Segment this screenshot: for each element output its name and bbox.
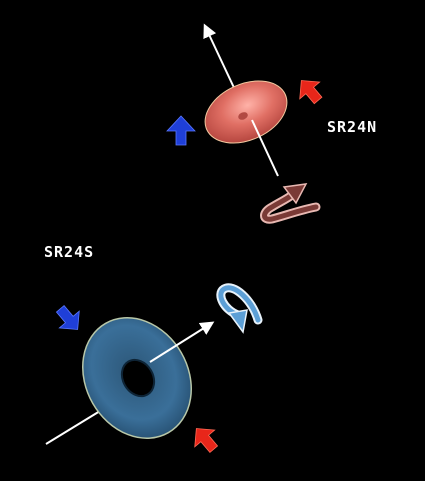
north-blue-arrow-icon <box>166 115 196 146</box>
south-spin-arrow-icon <box>216 283 263 334</box>
north-disk <box>204 80 288 144</box>
label-sr24n: SR24N <box>327 118 378 136</box>
south-disk <box>82 317 192 439</box>
label-sr24s: SR24S <box>44 243 95 261</box>
north-axis-upper <box>203 23 237 93</box>
north-axis-lower <box>251 119 279 177</box>
north-red-arrow-icon <box>299 80 323 105</box>
north-spin-arrow-icon <box>260 183 321 224</box>
south-axis-upper <box>149 321 215 363</box>
south-red-arrow-icon <box>194 428 219 453</box>
south-blue-arrow-icon <box>55 305 80 330</box>
